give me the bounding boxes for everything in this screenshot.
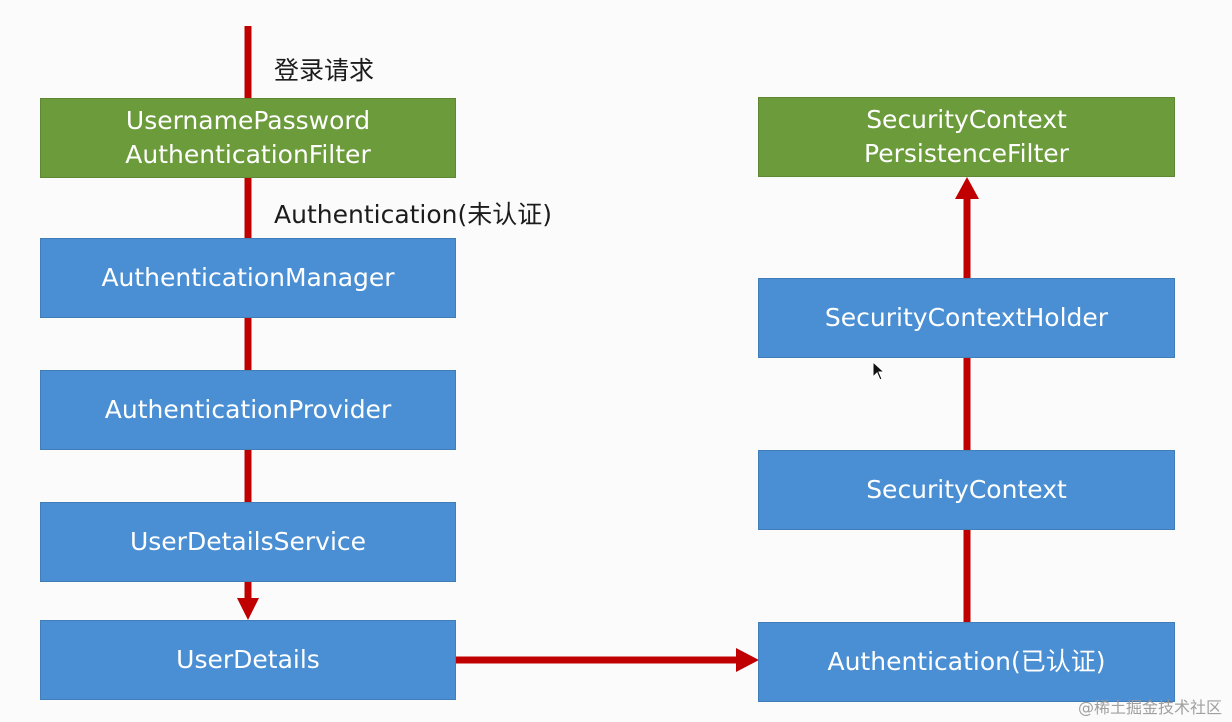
persistence-filter-line2: PersistenceFilter [864, 139, 1069, 168]
right-arrowhead [736, 648, 759, 672]
authentication-manager-box: AuthenticationManager [40, 238, 456, 318]
security-context-holder-label: SecurityContextHolder [824, 303, 1109, 332]
login-request-label: 登录请求 [274, 56, 375, 85]
user-details-box: UserDetails [40, 620, 456, 700]
authentication-authenticated-box: Authentication(已认证) [758, 622, 1175, 702]
filter-line2: AuthenticationFilter [125, 140, 371, 169]
user-details-label: UserDetails [176, 645, 320, 674]
persistence-filter-line1: SecurityContext [866, 105, 1067, 134]
authentication-provider-box: AuthenticationProvider [40, 370, 456, 450]
security-context-holder-box: SecurityContextHolder [758, 278, 1175, 358]
watermark: @稀土掘金技术社区 [1077, 698, 1222, 717]
mouse-cursor-icon [872, 361, 886, 381]
user-details-service-box: UserDetailsService [40, 502, 456, 582]
security-context-box: SecurityContext [758, 450, 1175, 530]
security-context-persistence-filter-box: SecurityContext PersistenceFilter [758, 97, 1175, 177]
down-arrowhead [237, 598, 259, 620]
authentication-authenticated-label: Authentication(已认证) [827, 647, 1106, 676]
up-arrowhead [955, 177, 979, 199]
authentication-provider-label: AuthenticationProvider [104, 395, 392, 424]
user-details-service-label: UserDetailsService [129, 527, 367, 556]
filter-line1: UsernamePassword [125, 106, 371, 135]
security-context-label: SecurityContext [866, 475, 1067, 504]
unauthenticated-label: Authentication(未认证) [274, 200, 553, 229]
authentication-manager-label: AuthenticationManager [101, 263, 395, 292]
username-password-filter-box: UsernamePassword AuthenticationFilter [40, 98, 456, 178]
